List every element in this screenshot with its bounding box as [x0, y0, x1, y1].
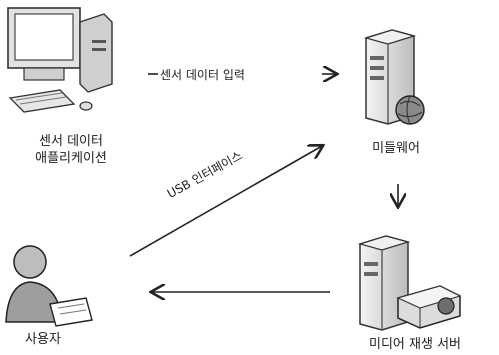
user-label: 사용자 [25, 332, 61, 347]
edge-user-to-middleware [129, 146, 322, 257]
sensor-app-label-line1: 센서 데이터 [39, 134, 103, 149]
sensor-app-label: 센서 데이터 애플리케이션 [16, 133, 126, 167]
media-server-label: 미디어 재생 서버 [369, 337, 461, 352]
sensor-app-label-line2: 애플리케이션 [35, 151, 107, 166]
server-projector-icon [357, 235, 462, 331]
sensor-input-edge-label: 센서 데이터 입력 [160, 68, 245, 82]
server-globe-icon [363, 29, 425, 125]
user-document-icon [5, 245, 93, 327]
desktop-computer-icon [7, 7, 113, 113]
middleware-label: 미들웨어 [372, 141, 420, 156]
